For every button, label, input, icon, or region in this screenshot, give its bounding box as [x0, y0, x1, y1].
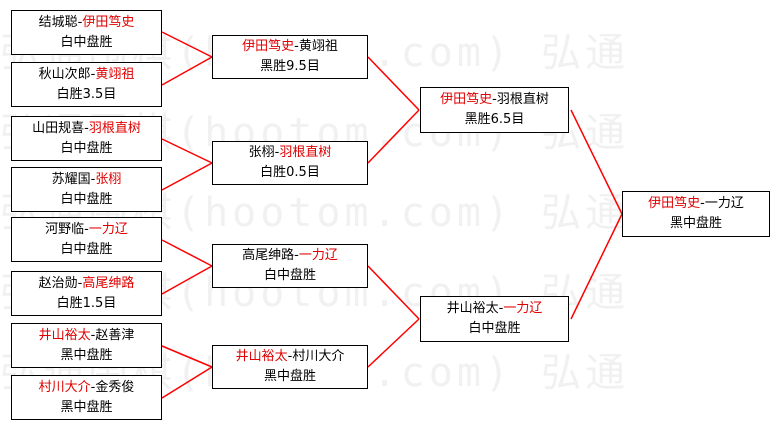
winner-name: 高尾绅路	[82, 275, 135, 291]
connector-r1-4	[161, 345, 213, 399]
winner-name: 伊田笃史	[82, 14, 135, 30]
connector-r1-1	[161, 31, 213, 86]
match-result: 白中盘胜	[468, 321, 521, 336]
final-match-box: 伊田笃史-一力辽 黑中盘胜	[622, 191, 770, 237]
winner-name: 一力辽	[503, 301, 543, 316]
player-name: 秋山次郎	[38, 66, 91, 82]
match-box: 山田规喜-羽根直树 白中盘胜	[11, 116, 162, 161]
player-name: 苏耀国	[51, 171, 91, 187]
player-name: 黄翊祖	[298, 39, 338, 54]
winner-name: 黄翊祖	[95, 66, 135, 82]
match-box: 张栩-羽根直树 白胜0.5目	[212, 141, 368, 185]
player-name: 赵善津	[95, 327, 135, 343]
match-result: 黑胜9.5目	[260, 59, 320, 74]
match-box: 伊田笃史-羽根直树 黑胜6.5目	[420, 87, 569, 133]
match-result: 黑中盘胜	[263, 369, 316, 384]
winner-name: 一力辽	[298, 248, 338, 263]
winner-name: 张栩	[95, 171, 122, 187]
winner-name: 伊田笃史	[648, 196, 701, 211]
winner-name: 井山裕太	[38, 327, 91, 343]
match-box: 井山裕太-一力辽 白中盘胜	[420, 296, 569, 342]
winner-name: 一力辽	[88, 221, 128, 237]
player-name: 井山裕太	[446, 301, 499, 316]
player-name: 山田规喜	[32, 120, 85, 136]
match-box: 结城聪-伊田笃史 白中盘胜	[11, 10, 162, 55]
match-result: 白中盘胜	[60, 241, 113, 257]
match-box: 井山裕太-赵善津 黑中盘胜	[11, 323, 162, 368]
match-box: 赵治勋-高尾绅路 白胜1.5目	[11, 271, 162, 316]
player-name: 一力辽	[704, 196, 744, 211]
match-result: 白中盘胜	[60, 140, 113, 156]
connector-r3-1	[570, 109, 623, 320]
match-result: 白中盘胜	[60, 191, 113, 207]
match-result: 黑中盘胜	[669, 216, 722, 231]
player-name: 高尾绅路	[242, 248, 295, 263]
player-name: 张栩	[248, 145, 275, 160]
player-name: 赵治勋	[38, 275, 78, 291]
winner-name: 井山裕太	[235, 349, 288, 364]
winner-name: 村川大介	[38, 379, 91, 395]
match-box: 秋山次郎-黄翊祖 白胜3.5目	[11, 62, 162, 107]
winner-name: 伊田笃史	[440, 92, 493, 107]
match-result: 黑中盘胜	[60, 347, 113, 363]
winner-name: 羽根直树	[279, 145, 332, 160]
match-result: 白胜0.5目	[260, 165, 320, 180]
player-name: 金秀俊	[95, 379, 135, 395]
match-box: 河野临-一力辽 白中盘胜	[11, 217, 162, 262]
connector-r1-2	[161, 138, 213, 191]
match-box: 苏耀国-张栩 白中盘胜	[11, 167, 162, 212]
player-name: 羽根直树	[496, 92, 549, 107]
match-result: 白中盘胜	[263, 268, 316, 283]
match-box: 伊田笃史-黄翊祖 黑胜9.5目	[212, 35, 368, 79]
connector-r1-3	[161, 239, 213, 295]
match-result: 黑胜6.5目	[464, 112, 525, 127]
match-result: 黑中盘胜	[60, 399, 113, 415]
winner-name: 羽根直树	[88, 120, 141, 136]
winner-name: 伊田笃史	[242, 39, 295, 54]
player-name: 河野临	[45, 221, 85, 237]
connector-r2-1	[367, 56, 420, 164]
match-result: 白中盘胜	[60, 34, 113, 50]
match-result: 白胜3.5目	[56, 86, 117, 102]
player-name: 村川大介	[292, 349, 345, 364]
match-box: 井山裕太-村川大介 黑中盘胜	[212, 345, 368, 389]
player-name: 结城聪	[38, 14, 78, 30]
connector-r2-2	[367, 265, 420, 368]
match-box: 村川大介-金秀俊 黑中盘胜	[11, 375, 162, 420]
match-box: 高尾绅路-一力辽 白中盘胜	[212, 244, 368, 288]
match-result: 白胜1.5目	[56, 295, 117, 311]
